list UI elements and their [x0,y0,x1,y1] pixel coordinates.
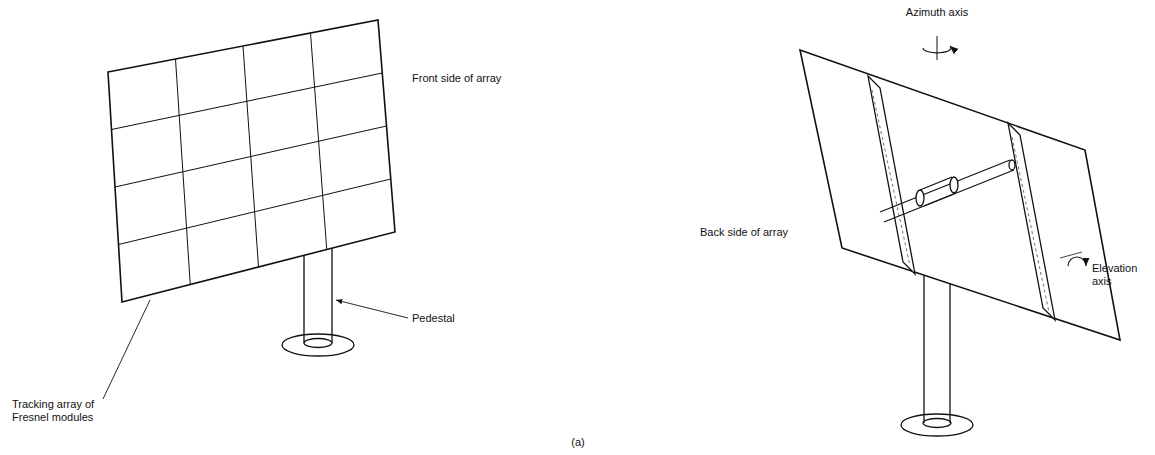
side-label: Back side of array [700,226,810,239]
module-gridline [311,33,327,250]
figure-tag: (a) [560,436,596,449]
side-label: Front side of array [412,72,572,85]
module-gridline [119,179,391,245]
part-label: Pedestal [412,312,492,325]
part-label: Tracking array of Fresnel modules [12,398,104,424]
module-gridline [115,126,387,187]
axis-label: Azimuth axis [902,6,972,19]
axis-label: Elevation axis [1092,262,1147,288]
